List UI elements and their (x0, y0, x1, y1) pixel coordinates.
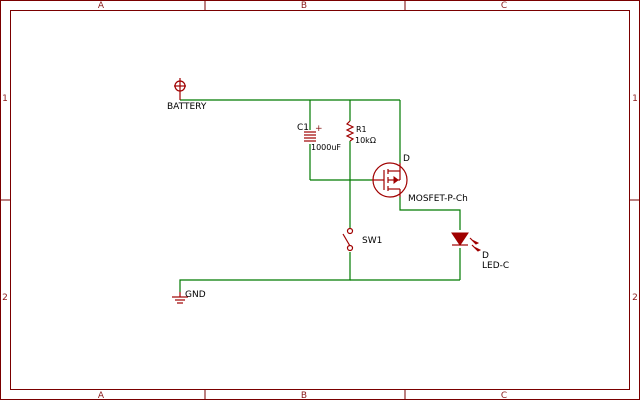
col-label-b-top: B (301, 1, 307, 11)
sw1-ref: SW1 (362, 236, 382, 246)
led-ref: D (482, 251, 489, 261)
col-label-a-bottom: A (98, 391, 105, 400)
c1-ref: C1 (297, 123, 309, 133)
row-label-1-right: 1 (632, 94, 638, 104)
col-label-c-top: C (501, 1, 507, 11)
col-label-c-bottom: C (501, 391, 507, 400)
gnd-label: GND (185, 290, 206, 300)
led-c[interactable] (451, 232, 482, 252)
wire-gnd-rail[interactable] (179, 252, 351, 292)
inner-frame (10, 10, 630, 390)
col-label-a-top: A (98, 1, 105, 11)
row-label-2-right: 2 (632, 293, 638, 303)
wire-drain[interactable] (399, 197, 461, 230)
capacitor-c1[interactable] (304, 131, 316, 142)
c1-value: 1000uF (311, 143, 341, 152)
row-label-1-left: 1 (2, 94, 8, 104)
wires (179, 99, 461, 292)
led-value: LED-C (482, 261, 509, 271)
mosfet-ref: D (403, 154, 410, 164)
r1-value: 10kΩ (355, 136, 376, 145)
mosfet-value: MOSFET-P-Ch (408, 194, 468, 204)
ground-symbol[interactable] (172, 292, 188, 304)
r1-ref: R1 (356, 125, 367, 134)
battery-supply-symbol[interactable] (174, 78, 186, 100)
switch-sw1[interactable] (342, 227, 354, 252)
row-label-2-left: 2 (2, 293, 8, 303)
resistor-r1[interactable] (345, 120, 355, 142)
battery-label: BATTERY (167, 102, 207, 112)
mosfet-p-channel[interactable] (372, 162, 408, 198)
col-label-b-bottom: B (301, 391, 307, 400)
c1-polarity: + (315, 124, 323, 134)
